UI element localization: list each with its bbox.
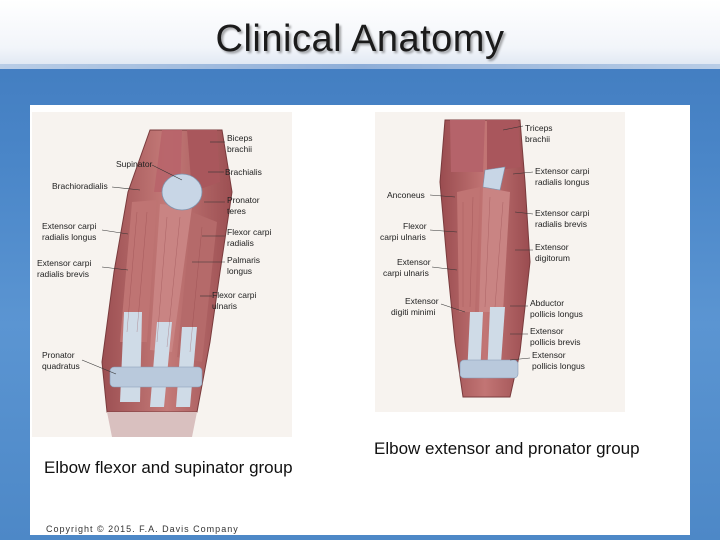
label-fcu-2: ulnaris <box>212 301 237 311</box>
label-anconeus: Anconeus <box>387 190 425 200</box>
label-pronator-teres-2: teres <box>227 206 246 216</box>
header-divider <box>0 64 720 69</box>
label-fcr-1: Flexor carpi <box>227 227 272 237</box>
label-fcu-1: Flexor <box>403 221 427 231</box>
label-epb-2: pollicis brevis <box>530 337 581 347</box>
label-edm-1: Extensor <box>405 296 439 306</box>
label-fcu-1: Flexor carpi <box>212 290 257 300</box>
label-ecu-2: carpi ulnaris <box>383 268 429 278</box>
label-biceps: Biceps <box>227 133 253 143</box>
label-ed-2: digitorum <box>535 253 570 263</box>
label-fcu-2: carpi ulnaris <box>380 232 426 242</box>
label-triceps-2: brachii <box>525 134 550 144</box>
slide-title: Clinical Anatomy <box>215 18 505 60</box>
label-supinator: Supinator <box>116 159 153 169</box>
label-pronator-teres-1: Pronator <box>227 195 260 205</box>
label-pronator-quadratus-2: quadratus <box>42 361 80 371</box>
label-epl-1: Extensor <box>532 350 566 360</box>
label-ed-1: Extensor <box>535 242 569 252</box>
caption-flexor-supinator: Elbow flexor and supinator group <box>44 458 293 477</box>
label-epl-2: pollicis longus <box>532 361 585 371</box>
label-ecrb-2: radialis brevis <box>535 219 587 229</box>
label-ecu-1: Extensor <box>397 257 431 267</box>
label-apl-1: Abductor <box>530 298 564 308</box>
label-brachioradialis: Brachioradialis <box>52 181 108 191</box>
label-epb-1: Extensor <box>530 326 564 336</box>
label-ecrb-1: Extensor carpi <box>535 208 589 218</box>
label-ecrl-1: Extensor carpi <box>42 221 96 231</box>
caption-extensor-pronator: Elbow extensor and pronator group <box>374 439 640 458</box>
label-pronator-quadratus-1: Pronator <box>42 350 75 360</box>
anterior-forearm-illustration: Biceps brachii Supinator Brachialis Brac… <box>32 112 292 437</box>
label-ecrl-1: Extensor carpi <box>535 166 589 176</box>
posterior-forearm-illustration: Triceps brachii Extensor carpi radialis … <box>375 112 625 412</box>
label-ecrl-2: radialis longus <box>535 177 589 187</box>
label-ecrb-1: Extensor carpi <box>37 258 91 268</box>
copyright-notice: Copyright © 2015. F.A. Davis Company <box>46 524 239 534</box>
slide-header <box>0 0 720 68</box>
label-edm-2: digiti minimi <box>391 307 436 317</box>
label-fcr-2: radialis <box>227 238 254 248</box>
label-ecrb-2: radialis brevis <box>37 269 89 279</box>
label-triceps-1: Triceps <box>525 123 553 133</box>
label-biceps-brachii: brachii <box>227 144 252 154</box>
label-ecrl-2: radialis longus <box>42 232 96 242</box>
label-palmaris-2: longus <box>227 266 252 276</box>
label-brachialis: Brachialis <box>225 167 262 177</box>
label-palmaris-1: Palmaris <box>227 255 260 265</box>
label-apl-2: pollicis longus <box>530 309 583 319</box>
